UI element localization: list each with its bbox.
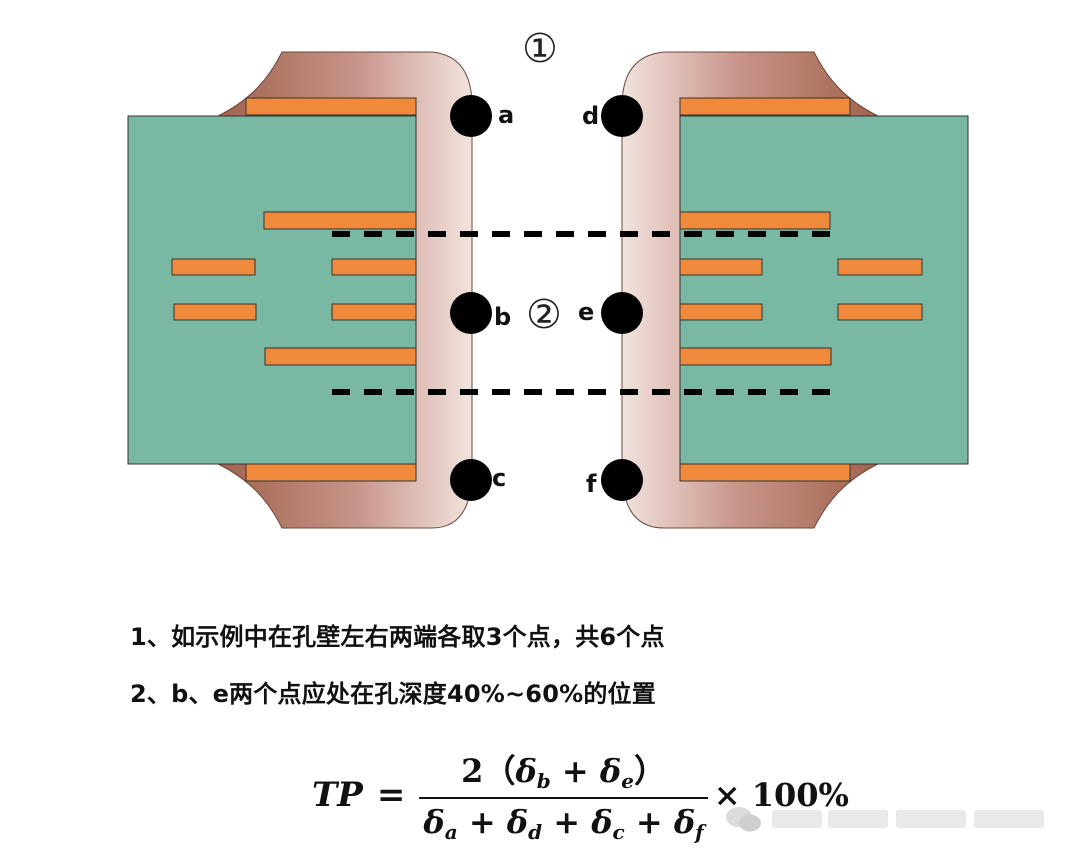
note-line-1: 1、如示例中在孔壁左右两端各取3个点，共6个点: [130, 623, 665, 651]
formula-numerator: 2（δb + δe）: [461, 752, 666, 793]
note-line-2: 2、b、e两个点应处在孔深度40%~60%的位置: [130, 680, 656, 708]
pcb-cross-section-diagram: a b c d e f ① ②: [127, 26, 969, 529]
section-1-label: ①: [522, 26, 558, 72]
formula-fraction: 2（δb + δe） δa + δd + δc + δf: [419, 746, 708, 844]
watermark-blur-2: [828, 810, 888, 828]
left-laminate: [127, 115, 417, 465]
right-laminate: [679, 115, 969, 465]
section-2-label: ②: [526, 292, 562, 338]
point-d-marker: [601, 95, 643, 137]
right-inner-layer-3a: [679, 303, 763, 321]
formula-equals: =: [376, 775, 406, 815]
point-c-marker: [450, 459, 492, 501]
right-inner-layer-1: [679, 211, 831, 230]
right-hole-wall: [621, 51, 969, 529]
left-inner-layer-3a: [173, 303, 257, 321]
watermark-blur-4: [974, 810, 1044, 828]
wechat-icon: [726, 807, 761, 832]
left-inner-layer-3b: [331, 303, 417, 321]
left-inner-layer-2b: [331, 258, 417, 276]
left-inner-layer-2a: [171, 258, 256, 276]
watermark: [724, 802, 1054, 836]
point-c-label: c: [492, 464, 506, 492]
right-copper-top: [679, 97, 851, 116]
left-inner-layer-1: [263, 211, 417, 230]
right-inner-layer-4: [679, 347, 832, 366]
tp-formula: TP = 2（δb + δe） δa + δd + δc + δf × 100%: [312, 746, 849, 844]
watermark-blur-3: [896, 810, 966, 828]
watermark-blur-1: [772, 810, 822, 828]
point-a-marker: [450, 95, 492, 137]
left-inner-layer-4: [264, 347, 417, 366]
point-e-label: e: [578, 298, 594, 326]
point-d-label: d: [582, 102, 599, 130]
right-copper-bottom: [679, 463, 851, 482]
formula-denominator: δa + δd + δc + δf: [423, 803, 704, 844]
right-inner-layer-2a: [679, 258, 763, 276]
point-e-marker: [601, 292, 643, 334]
point-b-marker: [450, 292, 492, 334]
left-hole-wall: [127, 51, 473, 529]
left-copper-bottom: [245, 463, 417, 482]
fraction-bar: [419, 797, 708, 799]
point-a-label: a: [498, 101, 514, 129]
left-copper-top: [245, 97, 417, 116]
point-f-label: f: [586, 470, 597, 498]
right-inner-layer-2b: [837, 258, 923, 276]
formula-lhs: TP: [312, 775, 363, 815]
point-b-label: b: [494, 303, 511, 331]
right-inner-layer-3b: [837, 303, 923, 321]
point-f-marker: [601, 459, 643, 501]
